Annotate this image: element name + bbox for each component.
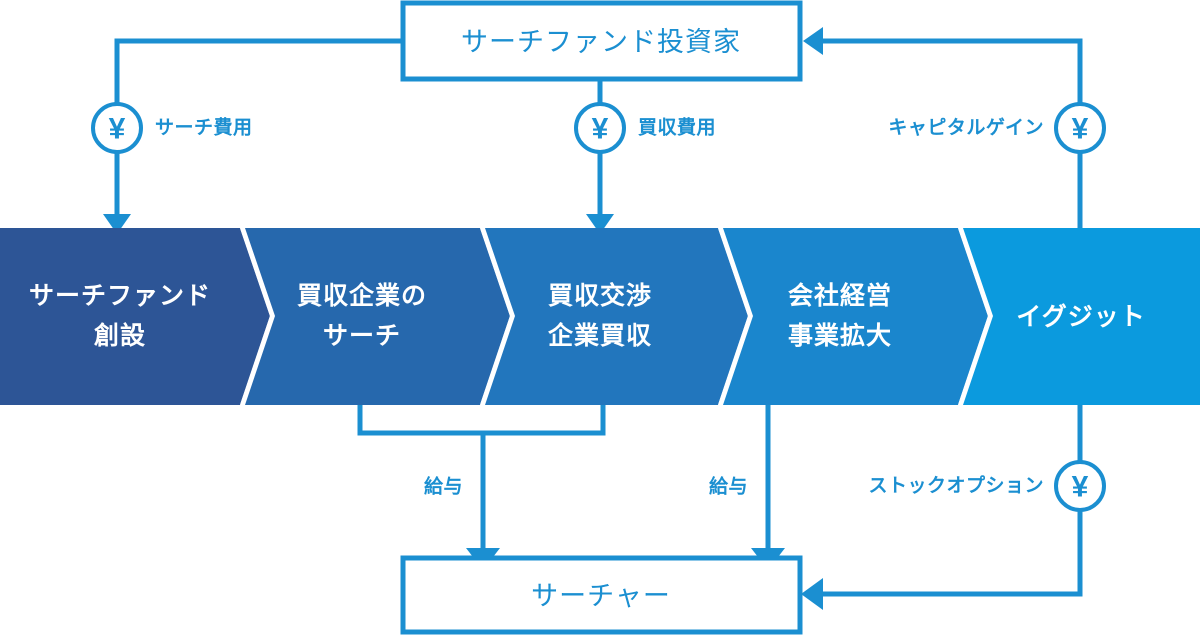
process-step-4-shape	[723, 228, 988, 405]
money-flow-label-capital-gain: キャピタルゲイン	[888, 117, 1044, 139]
process-step-4-label-line2: 事業拡大	[788, 322, 892, 350]
money-flow-capital-gain: ¥ キャピタルゲイン	[888, 102, 1106, 154]
process-step-1-label-line1: サーチファンド	[29, 282, 211, 310]
investor-box-frame	[400, 0, 803, 82]
process-step-1-label-line2: 創設	[94, 321, 146, 350]
process-step-1-shape	[0, 228, 270, 405]
money-flow-label-search-cost: サーチ費用	[155, 116, 253, 139]
money-flow-label-acquisition-cost: 買収費用	[638, 116, 716, 139]
process-step-4[interactable]: 会社経営 事業拡大	[723, 228, 988, 405]
yen-coin-icon-4	[1054, 460, 1106, 512]
process-step-2[interactable]: 買収企業の サーチ	[245, 228, 510, 405]
yen-glyph-2: ¥	[592, 113, 609, 146]
arrowhead-capital-gain	[803, 27, 823, 55]
searcher-box-frame	[400, 555, 803, 635]
arrowhead-stock-option	[801, 578, 823, 610]
wire-stock-option-to-searcher	[823, 506, 1083, 597]
yen-coin-icon-2	[574, 102, 626, 154]
money-flow-label-stock-option: ストックオプション	[868, 474, 1044, 497]
salary-label-1: 給与	[424, 475, 463, 498]
process-step-2-label-line1: 買収企業の	[297, 281, 427, 310]
chevron-notch-4	[958, 227, 993, 406]
chevron-notch-1	[240, 227, 275, 406]
arrowhead-search-cost	[103, 214, 131, 234]
process-step-2-label-line2: サーチ	[323, 322, 401, 350]
yen-coin-icon-1	[91, 102, 143, 154]
yen-glyph-4: ¥	[1072, 471, 1089, 504]
chevron-notch-3	[718, 227, 753, 406]
process-step-5-shape	[963, 228, 1200, 405]
process-step-2-shape	[245, 228, 510, 405]
process-step-5[interactable]: イグジット	[963, 228, 1200, 405]
searcher-box[interactable]: サーチャー	[400, 555, 803, 635]
money-flow-search-cost: ¥ サーチ費用	[91, 102, 253, 154]
searcher-box-label: サーチャー	[531, 581, 671, 611]
wire-investor-to-search-cost	[114, 38, 403, 108]
process-step-3-shape	[485, 228, 748, 405]
process-step-3-label-line2: 企業買収	[548, 321, 652, 350]
investor-box[interactable]: サーチファンド投資家	[400, 0, 803, 82]
yen-coin-icon-3	[1054, 102, 1106, 154]
process-step-5-label-line1: イグジット	[1016, 303, 1146, 331]
arrowhead-acq-cost	[586, 214, 614, 234]
investor-box-label: サーチファンド投資家	[461, 27, 741, 57]
process-step-1[interactable]: サーチファンド 創設	[0, 228, 270, 405]
salary-label-2: 給与	[709, 475, 748, 498]
money-flow-acquisition-cost: ¥ 買収費用	[574, 102, 716, 154]
yen-glyph-3: ¥	[1072, 113, 1089, 146]
money-flow-stock-option: ¥ ストックオプション	[868, 460, 1106, 512]
chevron-notch-2	[480, 227, 515, 406]
process-step-4-label-line1: 会社経営	[788, 281, 892, 310]
process-step-3-label-line1: 買収交渉	[548, 281, 652, 310]
process-step-3[interactable]: 買収交渉 企業買収	[485, 228, 748, 405]
yen-glyph-1: ¥	[109, 113, 126, 146]
wire-capital-gain-to-investor	[823, 38, 1083, 108]
